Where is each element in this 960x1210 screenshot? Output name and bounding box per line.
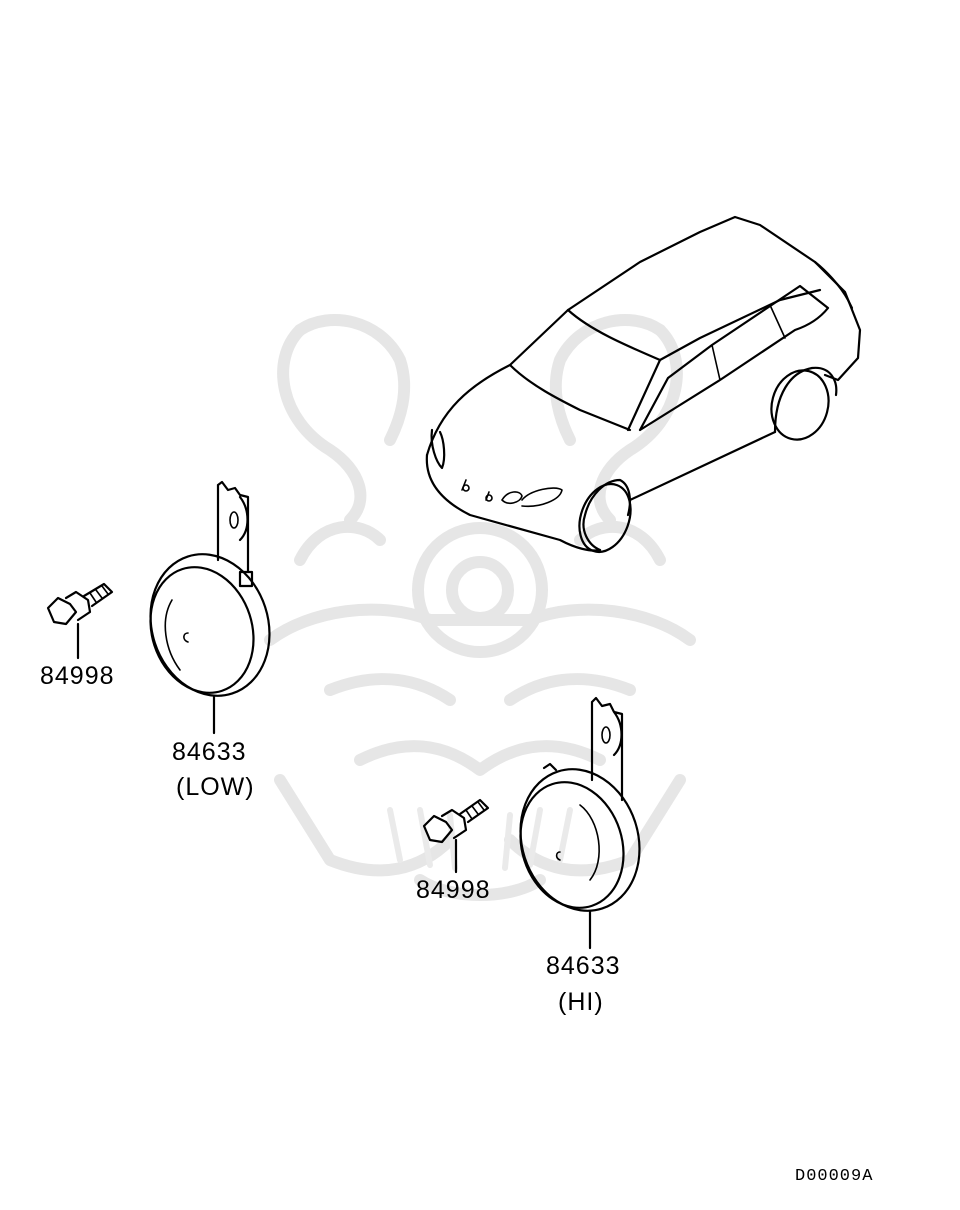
- callout-bolt-right-number[interactable]: 84998: [416, 876, 491, 904]
- callout-horn-hi-variant: (HI): [558, 988, 604, 1016]
- callout-horn-low-number[interactable]: 84633: [172, 738, 247, 766]
- callout-bolt-left-number[interactable]: 84998: [40, 662, 115, 690]
- horn-low-illustration: [149, 480, 271, 697]
- bolt-left-illustration: [46, 582, 114, 626]
- leader-lines: [76, 622, 592, 950]
- callout-horn-low-variant: (LOW): [176, 773, 255, 801]
- callout-horn-hi-number[interactable]: 84633: [546, 952, 621, 980]
- bolt-right-illustration: [422, 798, 490, 844]
- diagram-reference-code: D00009A: [795, 1167, 873, 1186]
- vehicle-illustration: [425, 215, 862, 553]
- horn-hi-illustration: [519, 696, 641, 912]
- watermark-crest: [264, 314, 696, 901]
